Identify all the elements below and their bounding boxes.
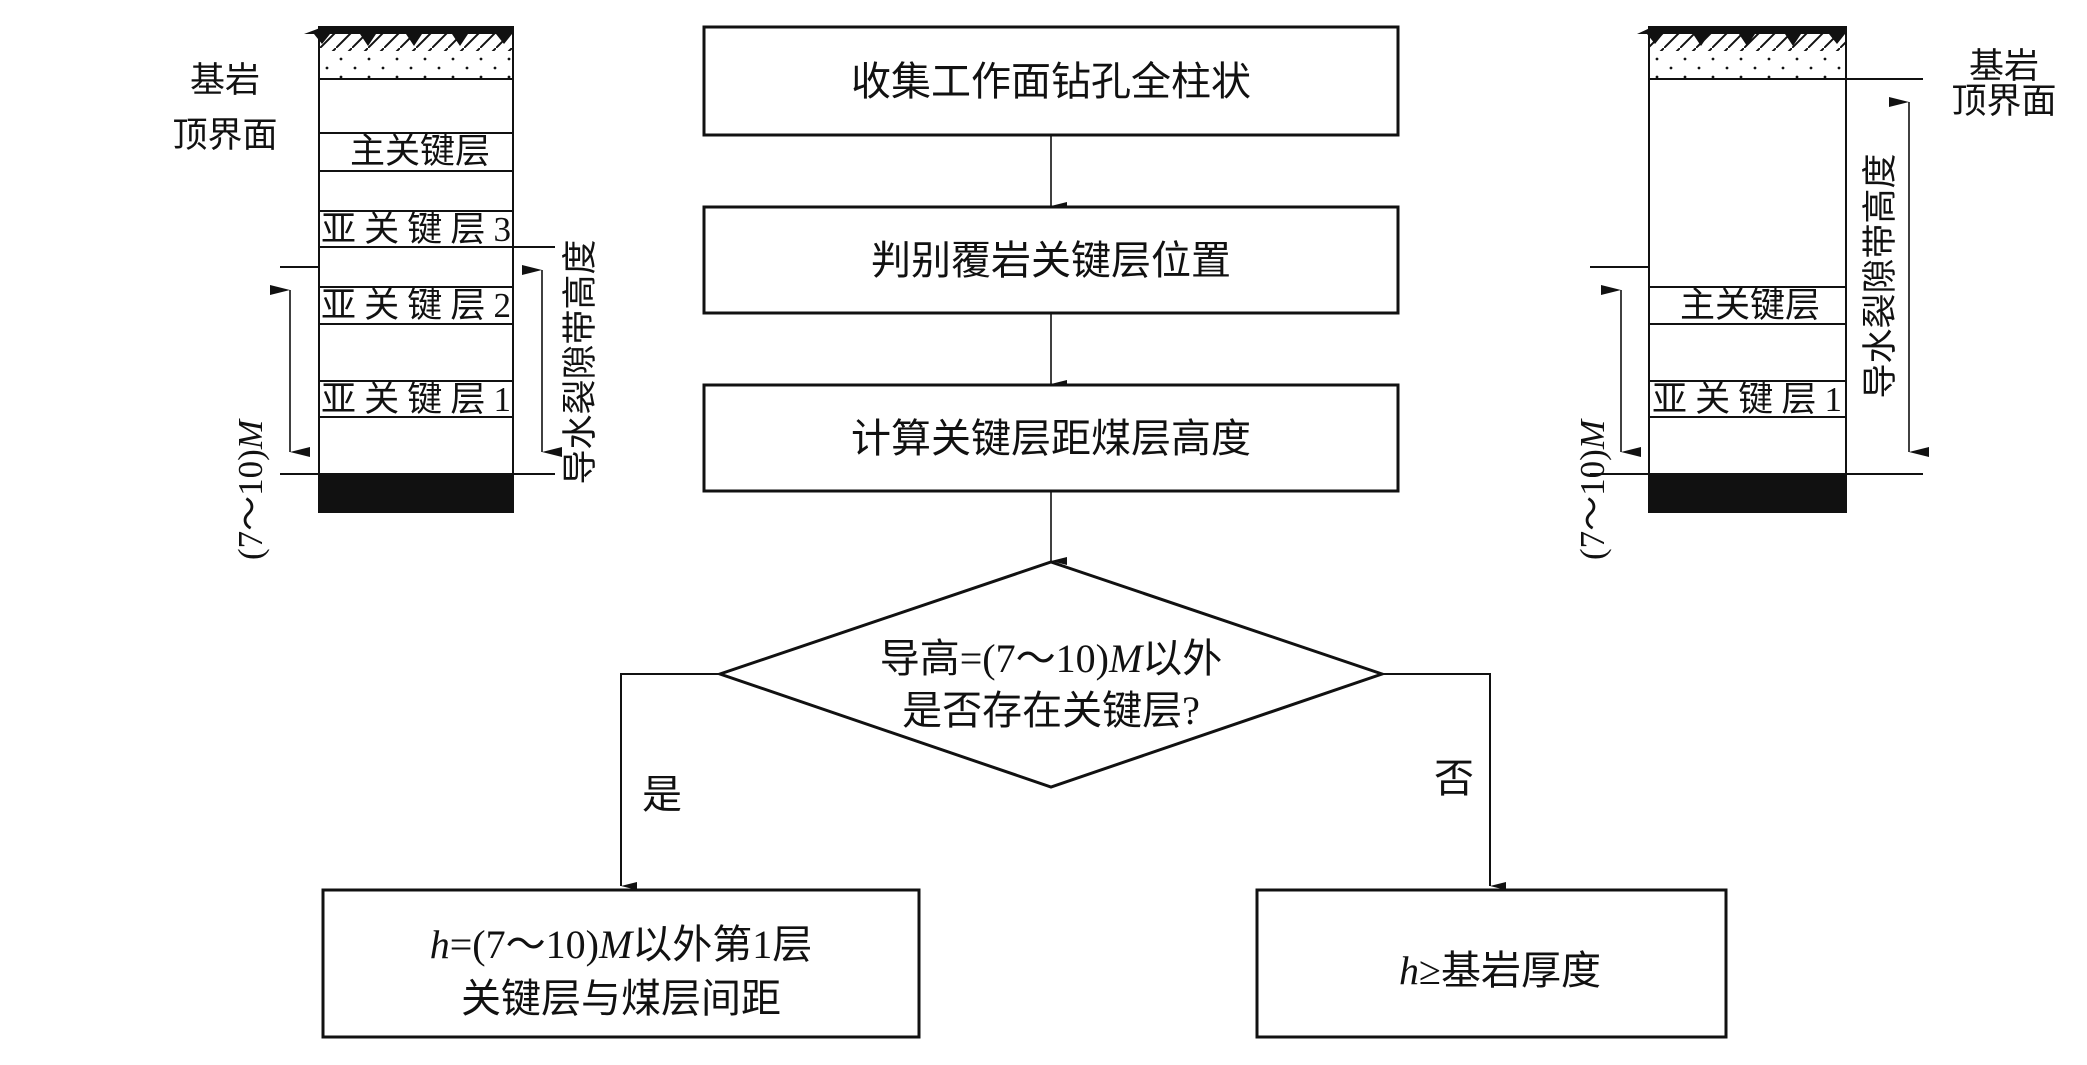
- step-identify-key-strata: [702, 205, 1400, 315]
- layer-label: 亚关键层3: [321, 210, 511, 249]
- bedrock-label: 基岩: [1969, 47, 2039, 86]
- no-result-text: h≥基岩厚度: [1399, 948, 1601, 993]
- soil-top: [1637, 28, 1845, 46]
- flow-steps: 收集工作面钻孔全柱状 判别覆岩关键层位置 计算关键层距煤层高度 导高=(7～10…: [321, 25, 1728, 1039]
- range-label: (7～10)M: [1573, 418, 1612, 560]
- bedrock-label: 基岩: [190, 61, 260, 100]
- yes-result-box: [321, 888, 921, 1039]
- range-label: (7～10)M: [231, 418, 270, 560]
- fracture-height-label: 导水裂隙带高度: [1861, 153, 1900, 398]
- step-text: 计算关键层距煤层高度: [851, 416, 1251, 461]
- layer-label: 亚关键层1: [321, 380, 511, 419]
- step-collect-boreholes: [702, 25, 1400, 137]
- decision-text: 是否存在关键层?: [902, 688, 1200, 733]
- step-calc-height: [702, 383, 1400, 493]
- bedrock-label: 顶界面: [1951, 82, 2056, 121]
- layer-label: 主关键层: [1680, 286, 1820, 325]
- yes-result-text: h=(7～10)M以外第1层: [430, 922, 813, 967]
- fracture-height-label: 导水裂隙带高度: [561, 239, 600, 484]
- sand-layer: [320, 52, 512, 78]
- coal-seam: [1649, 474, 1846, 512]
- step-text: 判别覆岩关键层位置: [871, 238, 1231, 283]
- no-result-box: [1255, 888, 1728, 1039]
- sand-layer: [1650, 52, 1845, 78]
- layer-label: 亚关键层1: [1652, 380, 1842, 419]
- soil-top: [304, 28, 512, 46]
- layer-label: 亚关键层2: [321, 286, 511, 325]
- yes-branch-arrow: [620, 673, 720, 890]
- layer-label: 主关键层: [350, 132, 490, 171]
- step-text: 收集工作面钻孔全柱状: [851, 59, 1251, 104]
- yes-label: 是: [642, 772, 682, 817]
- decision-diamond: [715, 560, 1387, 789]
- yes-result-text: 关键层与煤层间距: [461, 976, 781, 1021]
- right-strata-column: 主关键层 亚关键层1 基岩 顶界面 (7～10)M 导水裂隙带高度: [1573, 26, 2057, 560]
- decision-text: 导高=(7～10)M以外: [880, 636, 1223, 681]
- left-strata-column: 主关键层 亚关键层3 亚关键层2 亚关键层1 基岩 顶界面 (7～10)M 导水…: [172, 26, 600, 560]
- coal-seam: [319, 474, 513, 512]
- bedrock-label: 顶界面: [172, 116, 277, 155]
- no-branch-arrow: [1382, 673, 1506, 890]
- no-label: 否: [1434, 756, 1474, 801]
